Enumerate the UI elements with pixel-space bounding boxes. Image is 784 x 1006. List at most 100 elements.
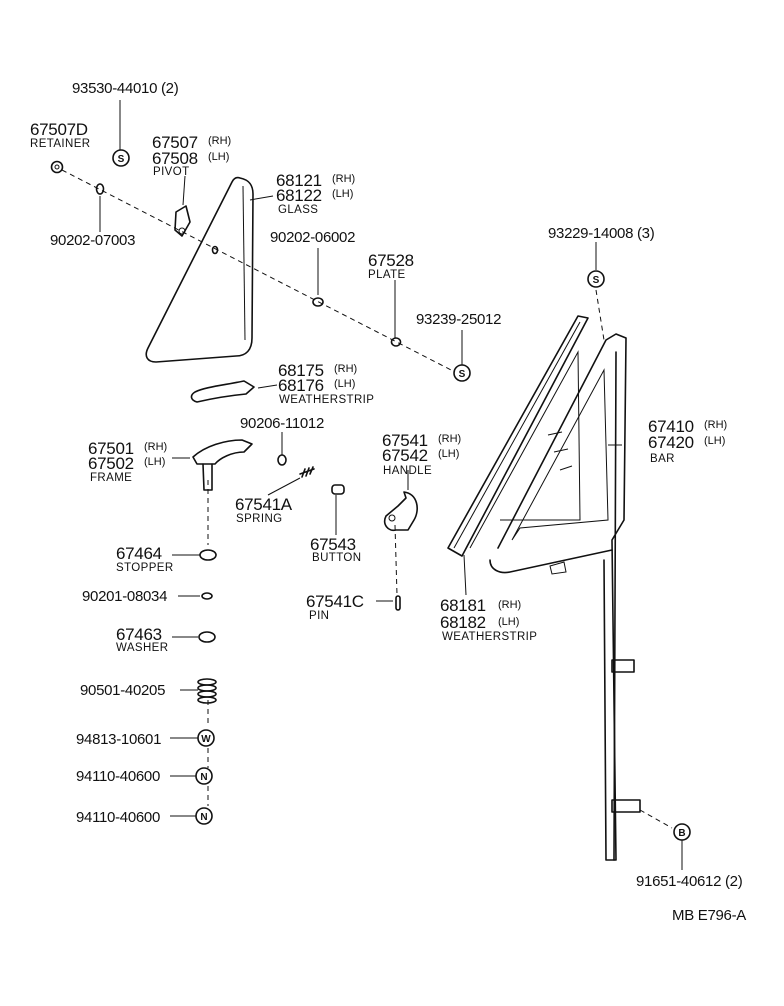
svg-text:S: S	[593, 275, 600, 286]
button-part	[331, 484, 345, 495]
label-67543: 67543	[310, 535, 356, 554]
leader-lines	[99, 100, 683, 870]
label-67541c: 67541C	[306, 592, 364, 611]
label-67410: 67410	[648, 417, 694, 436]
label-67528: 67528	[368, 251, 414, 270]
label-68121-rh: (RH)	[332, 173, 355, 185]
label-spring: SPRING	[236, 513, 283, 525]
label-button: BUTTON	[312, 552, 361, 564]
svg-text:N: N	[200, 772, 207, 783]
label-90501: 90501-40205	[80, 682, 165, 699]
label-67507: 67507	[152, 133, 198, 152]
label-67502: 67502	[88, 454, 134, 473]
weatherstrip-68175-part	[190, 380, 255, 403]
label-weatherstrip-1: WEATHERSTRIP	[279, 394, 374, 406]
label-90206: 90206-11012	[240, 415, 324, 432]
label-handle: HANDLE	[383, 465, 432, 477]
washer-67463-part	[198, 631, 216, 643]
label-90202-07003: 90202-07003	[50, 232, 135, 249]
label-67508-lh: (LH)	[208, 151, 229, 163]
handle-part	[383, 491, 418, 532]
label-67507-rh: (RH)	[208, 135, 231, 147]
label-67541-rh: (RH)	[438, 433, 461, 445]
label-91651: 91651-40612 (2)	[636, 873, 743, 890]
label-93239: 93239-25012	[416, 311, 501, 328]
label-plate: PLATE	[368, 269, 406, 281]
label-67463: 67463	[116, 625, 162, 644]
label-stopper: STOPPER	[116, 562, 174, 574]
label-90202-06002: 90202-06002	[270, 229, 355, 246]
label-retainer: RETAINER	[30, 138, 91, 150]
svg-text:N: N	[200, 812, 207, 823]
symbol-n-1: N	[195, 767, 213, 785]
svg-text:W: W	[201, 734, 211, 745]
label-pin: PIN	[309, 610, 329, 622]
symbol-w: W	[197, 729, 215, 747]
label-93229: 93229-14008 (3)	[548, 225, 655, 242]
label-68176-lh: (LH)	[334, 378, 355, 390]
plate-part	[390, 337, 402, 347]
label-frame: FRAME	[90, 472, 132, 484]
diagram-code: MB E796-A	[672, 907, 746, 924]
label-94813: 94813-10601	[76, 731, 161, 748]
symbol-s-right: S	[587, 270, 605, 288]
label-67420-lh: (LH)	[704, 435, 725, 447]
label-68176: 68176	[278, 376, 324, 395]
label-67508: 67508	[152, 149, 198, 168]
frame-part	[192, 439, 253, 491]
washer-90202-07003-part	[95, 183, 105, 195]
label-68182-lh: (LH)	[498, 616, 519, 628]
label-67541: 67541	[382, 431, 428, 450]
assembly-lines	[61, 169, 673, 829]
label-weatherstrip-2: WEATHERSTRIP	[442, 631, 537, 643]
symbol-s-mid: S	[453, 364, 471, 382]
label-67541a: 67541A	[235, 495, 293, 514]
label-68122: 68122	[276, 186, 322, 205]
label-67420: 67420	[648, 433, 694, 452]
label-washer: WASHER	[116, 642, 168, 654]
symbol-s-top: S	[112, 149, 130, 167]
label-67410-rh: (RH)	[704, 419, 727, 431]
weatherstrip-68181-part	[447, 315, 589, 557]
label-67542: 67542	[382, 446, 428, 465]
label-pivot: PIVOT	[153, 166, 190, 178]
label-90201: 90201-08034	[82, 588, 167, 605]
screw-90206-part	[277, 454, 287, 466]
label-bar: BAR	[650, 453, 675, 465]
label-94110-b: 94110-40600	[76, 809, 160, 826]
symbol-b: B	[673, 823, 691, 841]
label-67542-lh: (LH)	[438, 448, 459, 460]
coil-spring-part	[197, 678, 217, 704]
label-67502-lh: (LH)	[144, 456, 165, 468]
svg-text:B: B	[678, 828, 685, 839]
label-68181-rh: (RH)	[498, 599, 521, 611]
label-94110-a: 94110-40600	[76, 768, 160, 785]
retainer-part	[50, 160, 64, 174]
pivot-part	[174, 205, 191, 237]
label-68182: 68182	[440, 613, 486, 632]
label-68122-lh: (LH)	[332, 188, 353, 200]
glass-part	[145, 176, 254, 363]
svg-text:S: S	[118, 154, 125, 165]
stopper-part	[199, 549, 217, 561]
label-67501-rh: (RH)	[144, 441, 167, 453]
label-68121: 68121	[276, 171, 322, 190]
label-67507d: 67507D	[30, 120, 88, 139]
washer-90202-06002-part	[312, 297, 324, 307]
label-68181: 68181	[440, 596, 486, 615]
label-67464: 67464	[116, 544, 162, 563]
pin-part	[395, 595, 401, 611]
spring-part	[299, 466, 315, 478]
label-93530: 93530-44010 (2)	[72, 80, 179, 97]
labels: 93530-44010 (2) 67507D RETAINER 67507 (R…	[30, 80, 747, 924]
label-68175-rh: (RH)	[334, 363, 357, 375]
label-67501: 67501	[88, 439, 134, 458]
svg-text:S: S	[459, 369, 466, 380]
label-glass: GLASS	[278, 204, 318, 216]
washer-90201-part	[201, 592, 213, 600]
bar-part	[489, 333, 641, 861]
symbol-n-2: N	[195, 807, 213, 825]
label-68175: 68175	[278, 361, 324, 380]
